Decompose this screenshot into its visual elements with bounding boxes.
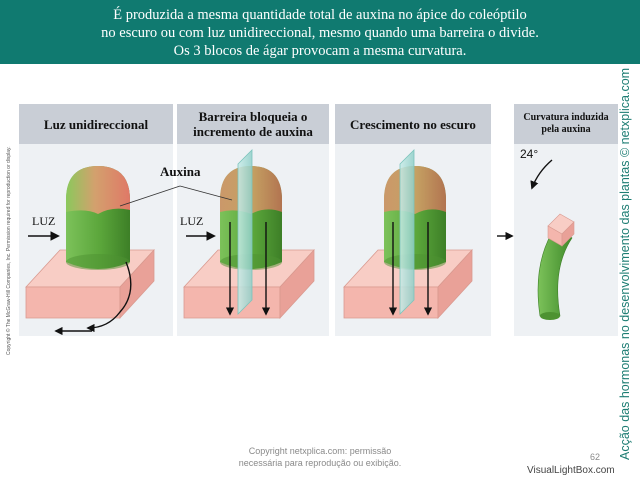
panel-title-3: Crescimento no escuro <box>335 104 491 144</box>
agar-cube-4 <box>547 213 575 247</box>
light-label-1: LUZ <box>32 214 56 228</box>
curved-coleoptile-base <box>540 312 560 320</box>
light-label-2: LUZ <box>180 214 204 228</box>
page-number: 62 <box>590 452 601 462</box>
auxin-label: Auxina <box>160 164 201 179</box>
header-banner: É produzida a mesma quantidade total de … <box>0 0 640 64</box>
auxin-pointer-b <box>179 185 233 201</box>
header-line-2: no escuro ou com luz unidireccional, mes… <box>101 25 539 41</box>
barrier-plate-3 <box>399 149 415 315</box>
header-line-1: É produzida a mesma quantidade total de … <box>113 7 527 23</box>
coleoptile-1 <box>66 166 130 270</box>
auxin-pointer-a <box>119 185 181 207</box>
panel-title-2: Barreira bloqueia o incremento de auxina <box>177 104 329 144</box>
watermark-text: VisualLightBox.com <box>527 465 615 476</box>
footer-line-2: necessária para reprodução ou exibição. <box>238 458 402 468</box>
side-branding-text: Acção das hormonas no desenvolvimento da… <box>618 67 632 460</box>
header-line-3: Os 3 blocos de ágar provocam a mesma cur… <box>173 43 467 59</box>
footer-line-1: Copyright netxplica.com: permissão <box>248 446 392 456</box>
angle-label: 24° <box>520 147 539 161</box>
angle-arrow <box>530 159 553 190</box>
footer-copyright: Copyright netxplica.com: permissão neces… <box>200 445 440 469</box>
coleoptile-3 <box>384 166 446 270</box>
panel-title-1: Luz unidireccional <box>19 104 173 144</box>
curve-arrow-1 <box>86 261 132 333</box>
curved-coleoptile <box>537 225 573 317</box>
barrier-plate-2 <box>237 149 253 315</box>
panel-title-4: Curvatura induzida pela auxina <box>514 104 618 144</box>
